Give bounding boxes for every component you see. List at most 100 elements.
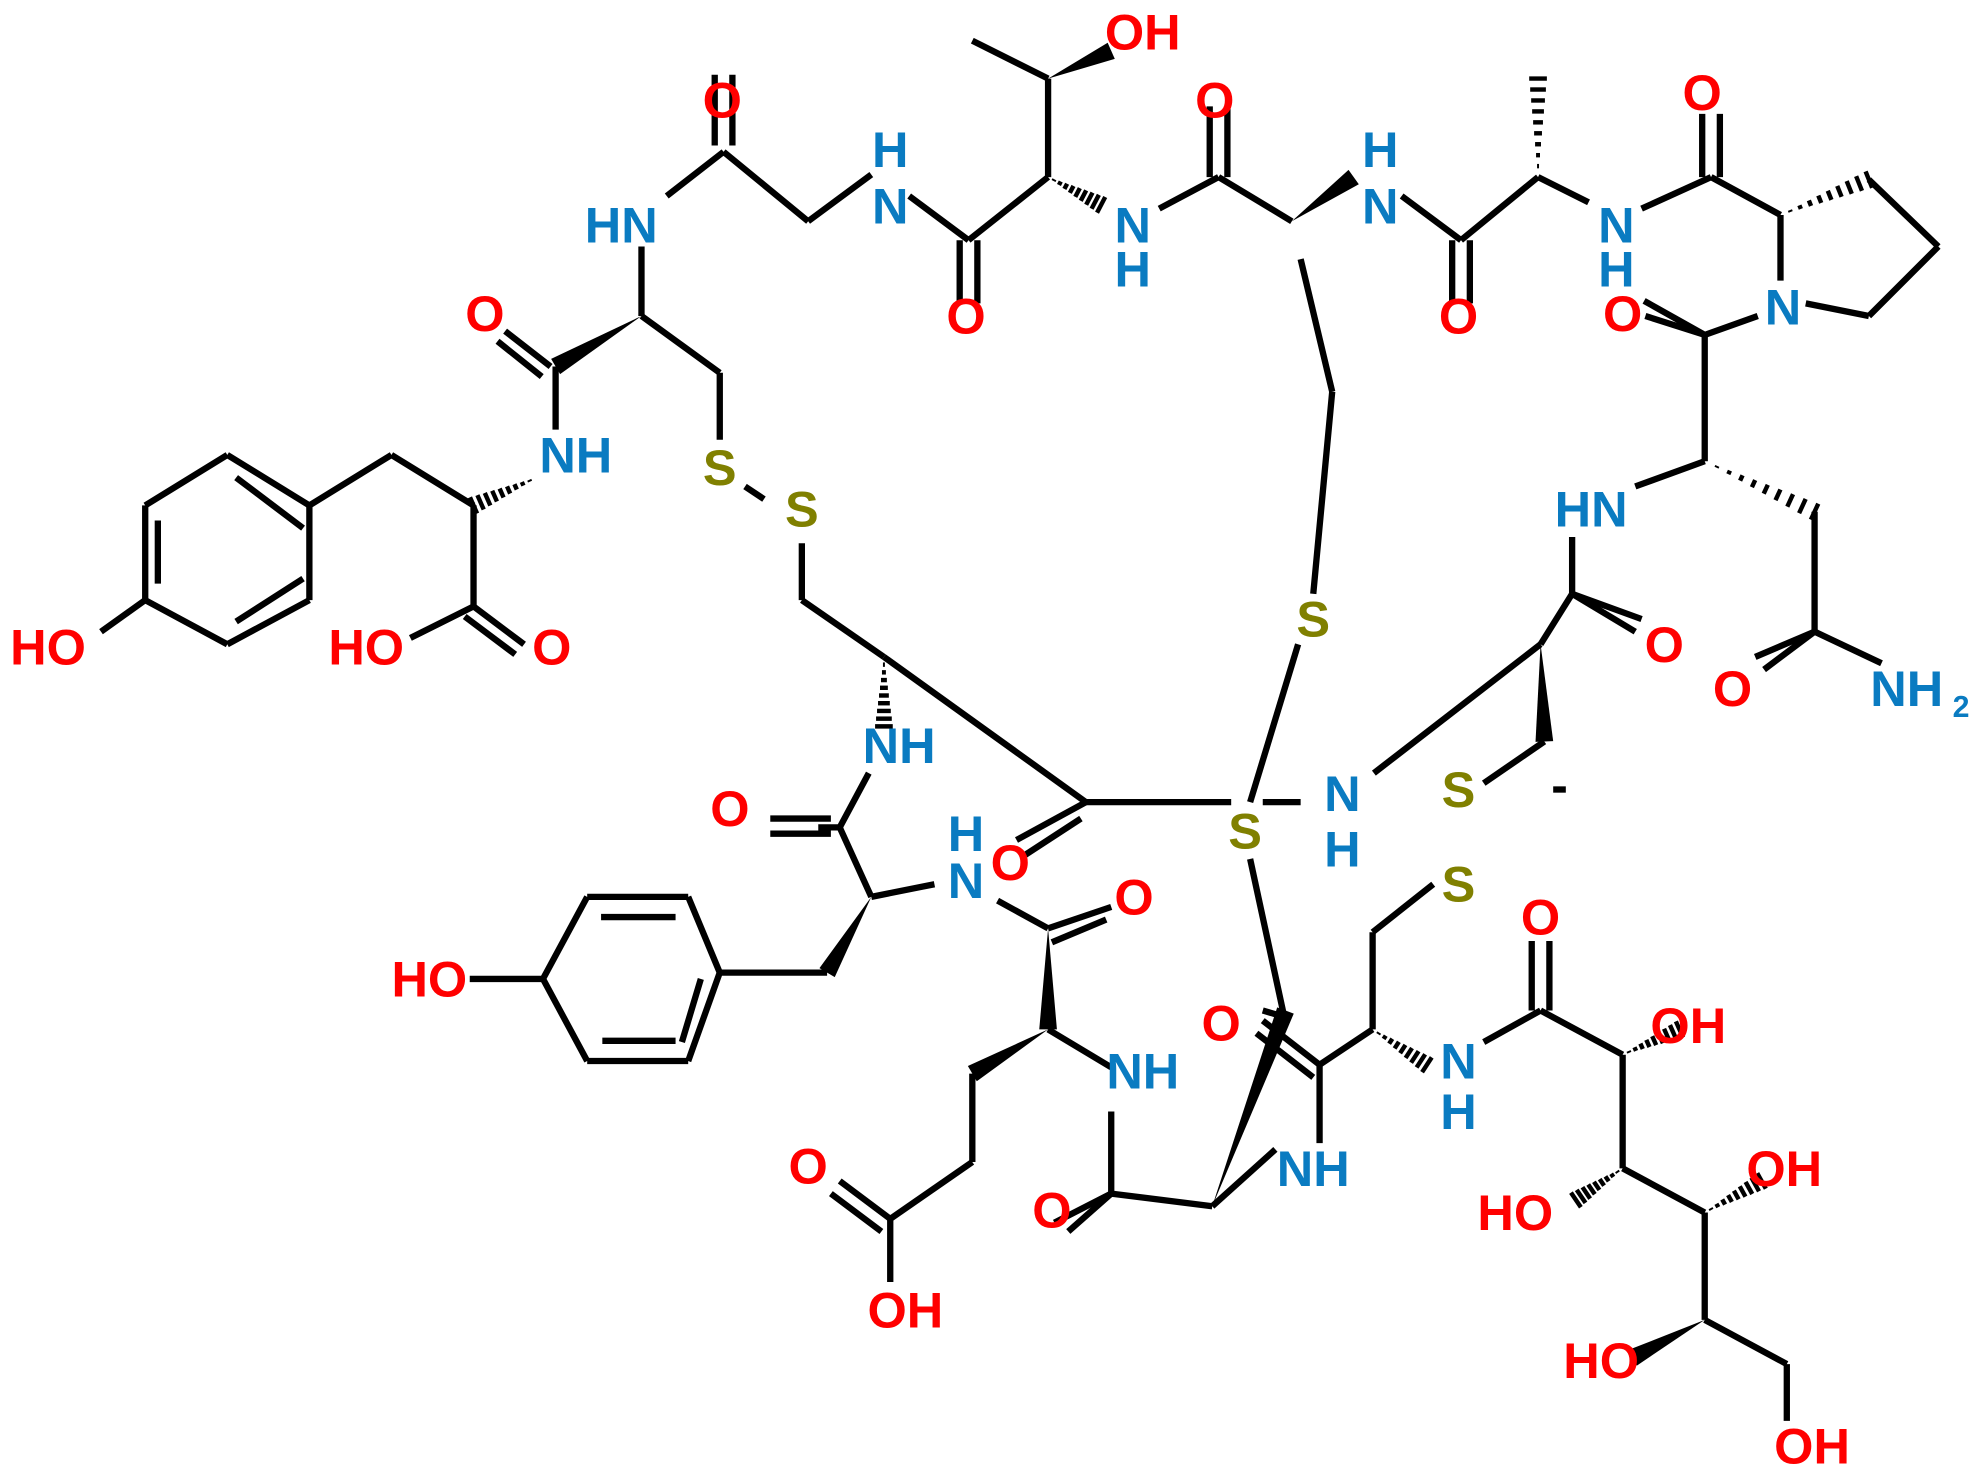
atom-label-hn-asn: HN [1555,481,1628,538]
hash-bond-segment [1854,175,1865,192]
hash-bond-segment [1755,1172,1768,1190]
hash-bond-segment [1592,1180,1602,1192]
atom-label-n-thr: N [1114,197,1150,254]
atom-label-o-glu-acid: O [789,1137,828,1194]
atom-label-o-cys5-left: O [710,780,749,837]
atom-label-h-thr-n: H [1114,241,1150,298]
bond [234,575,305,625]
hash-bond-segment [1806,199,1814,207]
atom-label-h-gly-n: H [872,121,908,178]
atom-label-o-gly-top: O [703,72,742,129]
bond [1621,1165,1707,1216]
hash-bond-segment [490,489,499,503]
bond [1110,1190,1213,1210]
hash-bond-segment [1835,185,1844,198]
hash-bond-segment [1626,1050,1632,1054]
hash-bond-segment [1089,193,1101,210]
hash-bond-segment [1650,1035,1659,1047]
hash-bond-segment [1749,479,1758,489]
atom-label-nh-cys4: NH [863,717,936,774]
bond [1157,174,1221,212]
atom-label-o-cys1-co: O [465,285,504,342]
hash-bond-segment [1749,1176,1761,1193]
bond [836,826,875,899]
atom-label-n-tyr2: N [948,852,984,909]
bond [1866,177,1941,249]
atom-label-ho-glc2: HO [1477,1184,1553,1241]
hash-bond-segment [1073,187,1082,198]
wedge-bond [1291,169,1359,222]
atom-label-n-gly: N [872,178,908,235]
bond [1261,1007,1286,1020]
wedge-bond [1535,644,1554,742]
bond [664,149,726,199]
atom-label-ho-acid: HO [328,618,404,675]
hash-bond-segment [1580,1185,1592,1200]
bond [1260,1018,1322,1068]
bond [1021,815,1083,860]
hash-bond-segment [1574,1188,1588,1205]
bond [1805,300,1870,320]
bond [1210,1147,1278,1209]
bond [1247,643,1302,804]
atom-label-oh-glu: OH [868,1281,944,1338]
bond [1813,628,1883,667]
bond [685,895,723,974]
atom-label-o-asn-amide: O [1713,660,1752,717]
hash-bond-segment [482,492,493,507]
bond [408,603,475,641]
bond [1459,174,1541,243]
hash-bond-segment [1569,1191,1583,1209]
bond [870,881,936,900]
hash-bond-segment [1737,1185,1748,1198]
bond [462,613,518,657]
atom-label-nh2-sub: 2 [1953,691,1970,724]
atom-label-o-cys3-co: O [1645,616,1684,673]
hash-bond-segment [1797,498,1808,515]
bond [540,977,590,1063]
bond [1247,858,1288,1018]
bond [1536,174,1590,206]
bond [888,1159,975,1222]
hash-bond-segment [1714,464,1720,469]
bond [966,174,1051,243]
hash-bond-segment [519,481,526,487]
hash-bond-segment [1638,1042,1645,1050]
bond [143,452,229,509]
bond [828,1191,884,1234]
bond [836,771,872,829]
bond [1539,1007,1625,1058]
hash-bond-segment [1078,189,1089,202]
atom-label-n-ala: N [1598,197,1634,254]
hash-bond-segment [1662,1027,1672,1043]
atom-label-ho-tyr1: HO [10,618,86,675]
atom-label-n-cys2: N [1362,178,1398,235]
hash-bond-segment [512,483,519,491]
hash-bond-segment [1376,1031,1382,1036]
atom-label-o-ring-co: O [1032,1182,1071,1239]
atom-label-nh-glu: NH [1106,1043,1179,1100]
bond [1762,629,1817,673]
atom-label-h-cys2-n: H [1362,121,1398,178]
bond [1370,881,1436,935]
bond [996,897,1050,932]
hash-bond-segment [1603,1175,1611,1183]
hash-bond-segment [1057,180,1063,187]
hash-bond-segment [1392,1040,1401,1050]
hash-bond-segment [1731,1189,1741,1201]
atom-label-o-ala-bot: O [1439,287,1478,344]
bond [1709,174,1782,218]
bond [1066,1191,1114,1234]
hash-bond-segment [1825,189,1834,201]
atom-label-o-asn-co: O [1603,285,1642,342]
bond [806,172,874,224]
bond [540,895,590,981]
bond [907,193,971,243]
hash-bond-segment [1387,1037,1395,1045]
bond [685,971,723,1063]
hash-bond-segment [527,478,533,483]
hash-bond-segment [497,487,506,499]
